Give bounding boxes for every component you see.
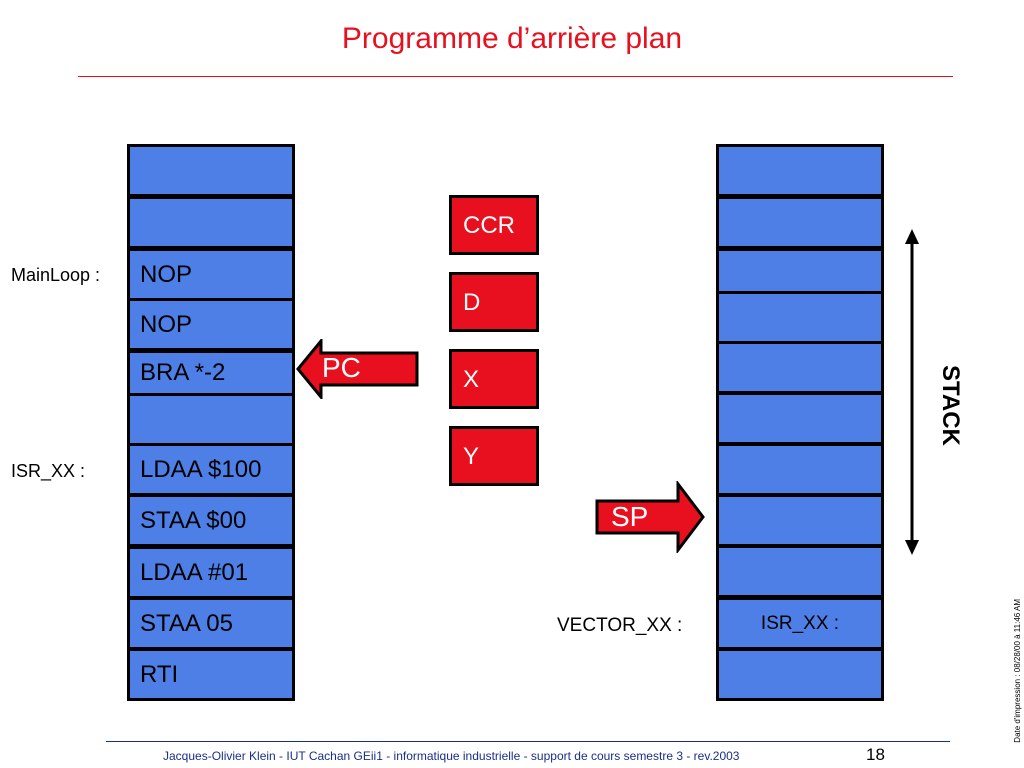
stack-cell [716, 443, 884, 496]
stack-cell [716, 291, 884, 344]
slide-title: Programme d’arrière plan [341, 22, 683, 55]
page-number: 18 [866, 745, 885, 764]
program-cell [127, 393, 295, 446]
register-y: Y [449, 426, 539, 486]
pc-arrow [296, 339, 419, 399]
program-cell: RTI [127, 648, 295, 701]
register-ccr: CCR [449, 195, 539, 255]
footer-rule [106, 741, 950, 742]
program-cell: BRA *-2 [127, 350, 295, 396]
program-cell [127, 144, 295, 197]
program-cell: NOP [127, 298, 295, 351]
program-cell: STAA $00 [127, 494, 295, 547]
footer-text: Jacques-Olivier Klein - IUT Cachan GEii1… [163, 749, 740, 763]
register-d: D [449, 272, 539, 332]
stack-cell [716, 248, 884, 294]
stack-label: STACK [937, 365, 964, 446]
pc-label: PC [322, 352, 361, 383]
stack-cell [716, 648, 884, 701]
stack-cell [716, 196, 884, 249]
vector-cell: ISR_XX : [716, 597, 884, 650]
stack-cell [716, 545, 884, 598]
stack-cell [716, 341, 884, 394]
vector-label: VECTOR_XX : [557, 615, 683, 636]
isr-label: ISR_XX : [11, 461, 86, 481]
print-date: Date d'impression : 08/28/00 à 11:46 AM [1013, 599, 1022, 743]
stack-cell [716, 144, 884, 197]
program-cell: STAA 05 [127, 597, 295, 650]
title-underline [78, 76, 953, 77]
program-cell: LDAA #01 [127, 546, 295, 599]
sp-label: SP [611, 501, 649, 532]
stack-range-arrow [905, 229, 919, 555]
register-x: X [449, 349, 539, 409]
mainloop-label: MainLoop : [11, 265, 101, 285]
program-cell [127, 196, 295, 249]
program-cell: LDAA $100 [127, 443, 295, 496]
sp-arrow [595, 481, 705, 553]
program-cell: NOP [127, 248, 295, 301]
stack-cell [716, 392, 884, 445]
stack-cell [716, 494, 884, 547]
